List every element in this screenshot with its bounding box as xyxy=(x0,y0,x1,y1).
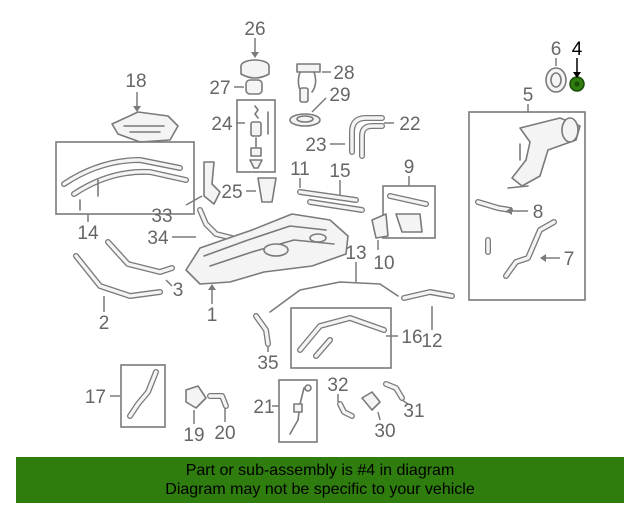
callout-2: 2 xyxy=(99,313,110,334)
part-34-hose[interactable] xyxy=(197,207,235,241)
part-25-filter[interactable] xyxy=(257,177,277,203)
part-21-box xyxy=(278,379,318,443)
part-20-hose[interactable] xyxy=(207,393,229,409)
part-3-tank-strap[interactable] xyxy=(105,239,175,275)
callout-9: 9 xyxy=(404,157,415,178)
callout-27: 27 xyxy=(209,78,230,99)
part-1-fuel-tank[interactable] xyxy=(185,213,349,285)
part-29-lock-ring[interactable] xyxy=(289,113,321,127)
callout-26: 26 xyxy=(244,19,265,40)
part-30-valve[interactable] xyxy=(361,391,381,411)
fuel-system-exploded-diagram: 1 2 3 4 5 6 7 8 9 10 11 12 13 14 15 16 1… xyxy=(55,19,586,446)
banner-line-2: Diagram may not be specific to your vehi… xyxy=(165,481,475,498)
callout-5: 5 xyxy=(523,85,534,106)
callout-22: 22 xyxy=(399,114,420,135)
banner-line-1: Part or sub-assembly is #4 in diagram xyxy=(185,462,455,479)
callout-20: 20 xyxy=(214,423,235,444)
callout-23: 23 xyxy=(305,135,326,156)
part-35-hose[interactable] xyxy=(253,313,271,347)
part-31-hose[interactable] xyxy=(383,381,405,401)
part-16-hoses[interactable] xyxy=(297,315,387,359)
part-17-hose[interactable] xyxy=(127,369,159,419)
callout-32: 32 xyxy=(327,375,348,396)
callout-3: 3 xyxy=(173,280,184,301)
callout-24: 24 xyxy=(211,114,233,135)
callout-33: 33 xyxy=(151,206,172,227)
part-12-fuel-line[interactable] xyxy=(401,289,455,301)
callout-13: 13 xyxy=(345,243,366,264)
part-5-filler-neck[interactable] xyxy=(507,117,581,189)
part-9-protector[interactable] xyxy=(387,193,429,233)
callout-30: 30 xyxy=(374,421,395,442)
callout-19: 19 xyxy=(183,425,204,446)
part-21-sensor[interactable] xyxy=(289,384,312,435)
callout-1: 1 xyxy=(207,305,218,326)
callout-6: 6 xyxy=(551,39,562,60)
part-5-box xyxy=(468,111,586,301)
callout-29: 29 xyxy=(329,85,350,106)
part-16-box xyxy=(290,307,392,369)
part-33-bracket[interactable] xyxy=(203,161,221,205)
part-14-box xyxy=(55,141,195,215)
part-4-highlighted[interactable] xyxy=(569,76,585,92)
callout-35: 35 xyxy=(257,353,278,374)
callout-21: 21 xyxy=(253,397,274,418)
part-24-filler-components[interactable] xyxy=(249,105,269,169)
part-32-clip[interactable] xyxy=(337,401,355,419)
callout-12: 12 xyxy=(421,331,442,352)
part-17-box xyxy=(120,364,166,428)
part-22-23-hoses[interactable] xyxy=(349,115,385,159)
callout-14: 14 xyxy=(77,223,99,244)
callout-15: 15 xyxy=(329,161,350,182)
part-8-hose[interactable] xyxy=(475,199,513,213)
part-7-breather-hoses[interactable] xyxy=(485,219,557,279)
callout-11: 11 xyxy=(290,159,310,180)
callout-31: 31 xyxy=(403,401,424,422)
part-18-heat-shield[interactable] xyxy=(111,111,179,143)
part-27-gasket[interactable] xyxy=(245,79,263,95)
part-19-valve[interactable] xyxy=(185,385,207,409)
callout-16: 16 xyxy=(401,327,422,348)
part-26-fuel-cap[interactable] xyxy=(240,59,270,79)
callout-4: 4 xyxy=(572,39,583,60)
callout-10: 10 xyxy=(373,253,394,274)
part-2-tank-strap[interactable] xyxy=(73,253,163,299)
part-14-brackets[interactable] xyxy=(61,157,189,211)
callout-17: 17 xyxy=(85,387,106,408)
part-28-fuel-pump[interactable] xyxy=(296,63,321,103)
part-10-bracket[interactable] xyxy=(371,213,389,239)
disclaimer-banner: Part or sub-assembly is #4 in diagram Di… xyxy=(16,457,624,503)
part-11-15-straps[interactable] xyxy=(297,189,365,213)
callout-34: 34 xyxy=(147,228,169,249)
callout-28: 28 xyxy=(333,63,354,84)
part-13-fuel-line[interactable] xyxy=(269,281,399,313)
part-6-gasket[interactable] xyxy=(545,67,567,93)
callout-8: 8 xyxy=(533,202,544,223)
callout-7: 7 xyxy=(564,249,575,270)
part-24-box xyxy=(236,99,276,173)
callout-18: 18 xyxy=(125,71,146,92)
callout-25: 25 xyxy=(221,182,242,203)
